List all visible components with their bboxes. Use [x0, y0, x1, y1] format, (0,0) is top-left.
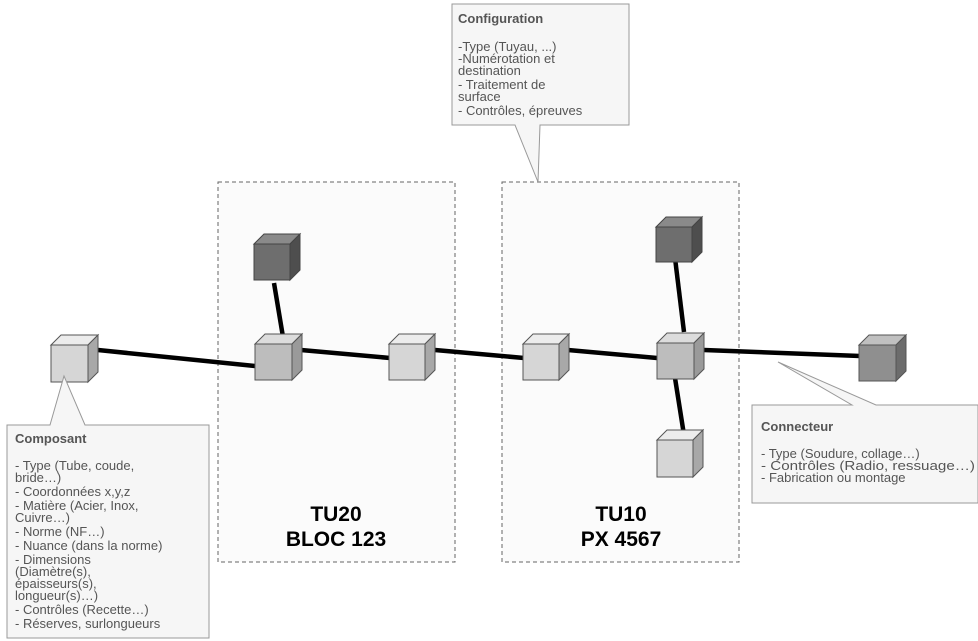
callout-composant-shape	[6, 374, 210, 639]
group-tu20-code: TU20	[310, 503, 361, 526]
component-cube	[253, 332, 304, 382]
callout-configuration-shape	[451, 3, 630, 183]
group-tu20-name: BLOC 123	[286, 528, 386, 551]
callout-line: - Fabrication ou montage	[761, 470, 906, 485]
component-cube	[521, 332, 571, 382]
callout-line: - Contrôles (Radio, ressuage…)	[761, 458, 975, 473]
component-cube	[49, 333, 100, 384]
component-cube	[655, 331, 706, 381]
connector-line	[300, 347, 391, 361]
callout-configuration-body: -Type (Tuyau, ...) -Numérotation et dest…	[458, 39, 583, 118]
component-cube	[857, 333, 908, 383]
callout-line: - Contrôles (Recette…)	[15, 602, 149, 617]
callout-line: destination	[458, 63, 521, 78]
callout-composant-body: - Type (Tube, coude, bride…) - Coordonné…	[15, 458, 162, 631]
callout-line: longueur(s)…)	[15, 588, 98, 603]
callout-line: -Type (Tuyau, ...)	[458, 39, 557, 54]
connector-line	[672, 377, 687, 436]
callout-connecteur-body: - Type (Soudure, collage…) - Contrôles (…	[761, 446, 975, 485]
group-tu10-code: TU10	[595, 503, 646, 526]
component-cube	[655, 428, 705, 479]
connector-line	[567, 347, 658, 361]
callout-line: - Traitement de	[458, 77, 545, 92]
callout-line: - Dimensions	[15, 552, 91, 567]
connector-line	[672, 257, 687, 333]
component-cube	[252, 232, 302, 282]
callout-configuration-title: Configuration	[458, 11, 543, 26]
callout-line: - Réserves, surlongueurs	[15, 616, 161, 631]
callout-line: Cuivre…)	[15, 510, 70, 525]
callout-line: - Nuance (dans la norme)	[15, 538, 162, 553]
connectors	[97, 257, 861, 436]
callout-line: surface	[458, 89, 501, 104]
connector-line	[271, 282, 286, 338]
callout-line: -Numérotation et	[458, 51, 555, 66]
callout-composant-title: Composant	[15, 431, 87, 446]
connector-line	[703, 347, 861, 359]
callout-line: - Type (Soudure, collage…)	[761, 446, 920, 461]
callout-line: (Diamètre(s),	[15, 564, 91, 579]
component-cube	[387, 332, 437, 382]
group-tu10-name: PX 4567	[581, 528, 662, 551]
callout-connecteur-shape	[751, 361, 978, 504]
callout-line: - Norme (NF…)	[15, 524, 105, 539]
callout-line: épaisseurs(s),	[15, 576, 97, 591]
callout-connecteur-title: Connecteur	[761, 419, 833, 434]
callout-line: - Type (Tube, coude,	[15, 458, 134, 473]
callout-line: bride…)	[15, 470, 61, 485]
callout-line: - Matière (Acier, Inox,	[15, 498, 139, 513]
callout-line: - Contrôles, épreuves	[458, 103, 583, 118]
callout-line: - Coordonnées x,y,z	[15, 484, 130, 499]
connector-line	[97, 347, 256, 369]
component-cube	[654, 215, 704, 264]
connector-line	[434, 347, 525, 361]
